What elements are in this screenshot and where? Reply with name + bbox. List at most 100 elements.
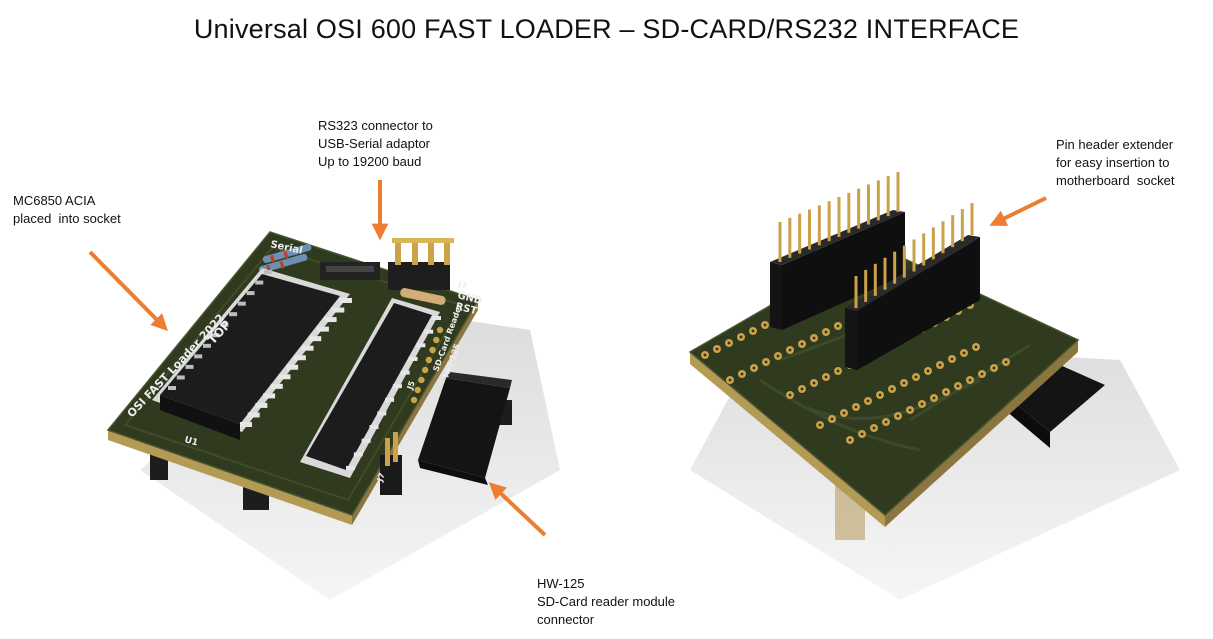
resistor	[400, 288, 446, 305]
callout-line: MC6850 ACIA	[13, 193, 96, 208]
socket-pin	[229, 312, 238, 317]
socket-pin	[309, 336, 322, 342]
socket-pin	[400, 370, 410, 375]
solder-pad	[421, 366, 429, 374]
pad-hole	[788, 348, 792, 352]
resistor-array	[258, 243, 312, 274]
header-pin	[951, 215, 955, 248]
header-pin	[864, 269, 868, 302]
pad-hole	[956, 384, 960, 388]
pad-hole	[836, 324, 840, 328]
page-title: Universal OSI 600 FAST LOADER – SD-CARD/…	[193, 14, 1020, 44]
header-pin	[912, 239, 916, 272]
baud-jumper	[380, 432, 402, 495]
header-pin	[922, 233, 926, 266]
board-edge	[885, 340, 1078, 527]
label-j3: J3	[457, 279, 468, 290]
pad-hole	[866, 399, 870, 403]
pad-hole	[763, 323, 767, 327]
board-edge	[108, 430, 352, 525]
pad-hole	[703, 353, 707, 357]
acia-pins	[168, 270, 352, 427]
callout-line: USB-Serial adaptor	[318, 136, 430, 151]
solder-pad	[410, 396, 418, 404]
socket-pin	[416, 343, 426, 348]
solder-pad	[436, 326, 444, 334]
solder-pad	[414, 386, 421, 394]
top-view-board: OSI FAST Loader 2022 TOP Serial GND RST …	[106, 231, 560, 600]
socket-pin	[293, 355, 306, 361]
pad-hole	[968, 378, 972, 382]
pad-hole	[860, 432, 864, 436]
socket-pin	[202, 343, 211, 348]
solder-pad	[433, 336, 440, 344]
pad-hole	[830, 417, 834, 421]
socket-pin	[332, 307, 345, 313]
sd-card-connector	[418, 372, 512, 485]
pad-hole	[878, 393, 882, 397]
header-pin	[854, 276, 858, 308]
header-pin	[837, 197, 841, 237]
callout-line: motherboard socket	[1056, 173, 1175, 188]
header-pin	[893, 251, 897, 284]
socket-pin	[361, 438, 371, 443]
header-pin	[788, 217, 792, 258]
socket-pin	[432, 316, 441, 320]
pad-hole	[739, 335, 743, 339]
label-j7: J7	[375, 472, 387, 484]
solder-pad	[418, 376, 425, 384]
pin-header-extender	[770, 210, 905, 330]
header-pin	[857, 188, 861, 229]
pad-hole	[950, 357, 954, 361]
header-pin	[827, 201, 831, 242]
header-pin	[808, 209, 811, 250]
pad-hole	[824, 330, 828, 334]
pad-hole	[764, 360, 768, 364]
pad-hole	[980, 372, 984, 376]
callout-line: RS323 connector to	[318, 118, 433, 133]
acia-chip	[152, 268, 350, 440]
socket-pin	[240, 422, 252, 427]
bottom-view-board	[688, 172, 1180, 600]
socket-pin	[220, 322, 229, 327]
pad-hole	[751, 329, 755, 333]
header-pins	[778, 172, 900, 262]
callout-line: Pin header extender	[1056, 137, 1174, 152]
pad-hole	[914, 375, 918, 379]
pad-hole	[890, 387, 894, 391]
label-rst: RST	[454, 301, 478, 317]
socket-pin	[168, 386, 176, 390]
header-pin	[931, 227, 935, 260]
socket-pin	[286, 364, 299, 370]
pad-hole	[740, 372, 744, 376]
header-pin	[896, 172, 900, 212]
header-pin	[847, 192, 851, 233]
arrow-header	[989, 196, 1047, 226]
serial-connector	[320, 238, 454, 290]
socket-pin	[369, 425, 379, 430]
callout-line: placed into socket	[13, 211, 121, 226]
pad-hole	[752, 366, 756, 370]
header-pin	[941, 221, 945, 254]
pad-hole	[854, 405, 858, 409]
socket-pin	[278, 374, 291, 380]
socket-pin	[270, 383, 283, 389]
pad-hole	[812, 381, 816, 385]
socket-pin	[408, 356, 418, 361]
pad-hole	[896, 414, 900, 418]
header-pin	[798, 213, 802, 254]
header-pin	[867, 184, 870, 225]
socket-pin	[176, 375, 185, 380]
pad-hole	[926, 369, 930, 373]
socket-pin	[211, 333, 220, 338]
ic2-pins	[346, 316, 444, 470]
pad-hole	[938, 363, 942, 367]
solder-pad	[429, 346, 436, 354]
pad-hole	[944, 390, 948, 394]
arrow-sdcard	[488, 482, 547, 537]
socket-pin	[237, 301, 246, 306]
